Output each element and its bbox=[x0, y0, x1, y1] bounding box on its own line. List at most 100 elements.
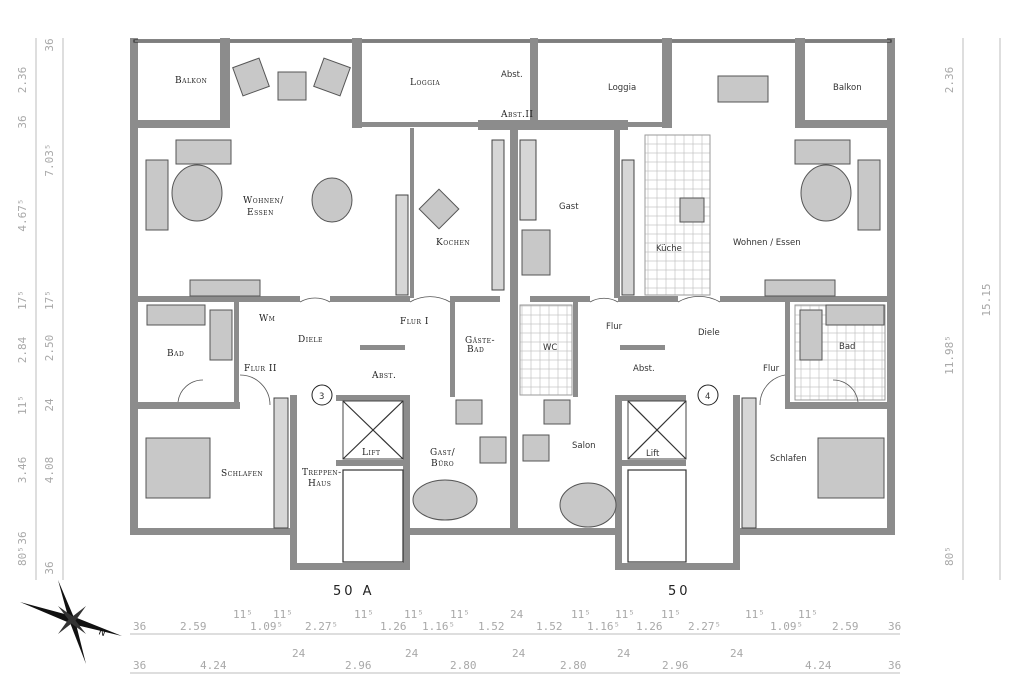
dimension-label: 24 bbox=[292, 647, 306, 660]
label-flur-ii: Flur II bbox=[244, 364, 277, 374]
label-wohnen-essen-1: Wohnen/ bbox=[243, 196, 284, 206]
label-gast: Gast bbox=[559, 202, 579, 212]
label-gast-buero-1: Gast/ bbox=[430, 448, 456, 458]
dimension-label: 1.26 bbox=[380, 620, 407, 633]
dimension-label: 36 bbox=[43, 561, 56, 574]
dimension-label: 24 bbox=[730, 647, 744, 660]
compass-rose-icon: N bbox=[20, 580, 122, 664]
dimension-label: 36 bbox=[43, 38, 56, 51]
label-bad: Bad bbox=[167, 349, 184, 359]
dimension-label: 36 bbox=[16, 115, 29, 128]
walls bbox=[130, 38, 895, 570]
dimension-label: 4.24 bbox=[805, 659, 832, 672]
house-number-50: 50 bbox=[668, 584, 691, 599]
dimension-label: 2.59 bbox=[832, 620, 859, 633]
dimension-label: 3.46 bbox=[16, 457, 29, 484]
label-wohnen-essen-2: Essen bbox=[247, 208, 274, 218]
label-flur-i: Flur I bbox=[400, 317, 429, 327]
dimension-label: 80⁵ bbox=[16, 546, 29, 566]
label-schlafen: Schlafen bbox=[770, 454, 807, 464]
lift-shafts bbox=[273, 139, 757, 529]
stair-number: 4 bbox=[705, 392, 710, 402]
dimension-label: 36 bbox=[888, 620, 901, 633]
dimension-label: 11⁵ bbox=[273, 608, 293, 621]
stair-number-circle bbox=[311, 384, 333, 406]
label-abst-top: Abst. bbox=[501, 70, 523, 80]
label-abst: Abst. bbox=[371, 371, 396, 381]
dimension-label: 2.27⁵ bbox=[305, 620, 338, 633]
label-diele: Diele bbox=[298, 335, 323, 345]
dimension-label: 24 bbox=[510, 608, 524, 621]
label-kochen: Kochen bbox=[436, 238, 470, 248]
dimension-label: 24 bbox=[43, 398, 56, 412]
label-treppenhaus-2: Haus bbox=[308, 479, 331, 489]
dimension-label: 11⁵ bbox=[354, 608, 374, 621]
label-abst-ii: Abst.II bbox=[500, 110, 534, 120]
dimension-label: 2.27⁵ bbox=[688, 620, 721, 633]
label-loggia: Loggia bbox=[410, 78, 440, 88]
dimension-label: 17⁵ bbox=[16, 290, 29, 310]
label-balkon: Balkon bbox=[833, 83, 862, 93]
label-treppenhaus-1: Treppen- bbox=[302, 468, 342, 478]
label-diele: Diele bbox=[698, 328, 720, 338]
dimension-label: 2.59 bbox=[180, 620, 207, 633]
dimension-label: 1.16⁵ bbox=[422, 620, 455, 633]
dimension-label: 11⁵ bbox=[404, 608, 424, 621]
dimension-label: 11⁵ bbox=[661, 608, 681, 621]
dimension-label: 36 bbox=[888, 659, 901, 672]
dimension-label: 11⁵ bbox=[745, 608, 765, 621]
dimension-lines bbox=[35, 38, 1001, 674]
label-wc: WC bbox=[543, 343, 557, 353]
dimension-label: 1.52 bbox=[478, 620, 505, 633]
dimension-label: 11⁵ bbox=[233, 608, 253, 621]
label-lift: Lift bbox=[646, 449, 660, 459]
dimension-label: 1.52 bbox=[536, 620, 563, 633]
dimension-label: 11.98⁵ bbox=[943, 335, 956, 375]
dimension-label: 24 bbox=[617, 647, 631, 660]
label-bad: Bad bbox=[839, 342, 855, 352]
label-gast-buero-2: Büro bbox=[431, 459, 454, 469]
label-salon: Salon bbox=[572, 441, 596, 451]
dimension-label: 24 bbox=[405, 647, 419, 660]
dimension-label: 80⁵ bbox=[943, 546, 956, 566]
stairs bbox=[342, 469, 687, 563]
dimension-label: 2.50 bbox=[43, 335, 56, 362]
dimension-label: 11⁵ bbox=[798, 608, 818, 621]
dimension-label: 11⁵ bbox=[16, 395, 29, 415]
dimension-label: 11⁵ bbox=[571, 608, 591, 621]
dimension-label: 15.15 bbox=[980, 283, 993, 316]
label-schlafen: Schlafen bbox=[221, 469, 263, 479]
label-lift: Lift bbox=[362, 448, 381, 458]
dimension-label: 11⁵ bbox=[450, 608, 470, 621]
label-abst: Abst. bbox=[633, 364, 655, 374]
dimension-label: 1.26 bbox=[636, 620, 663, 633]
dimension-label: 2.80 bbox=[560, 659, 587, 672]
dimension-label: 2.96 bbox=[662, 659, 689, 672]
room-labels-50: Loggia Balkon Gast Küche Wohnen / Essen … bbox=[543, 83, 862, 599]
label-gaeste-bad-1: Gäste- bbox=[465, 336, 495, 346]
dimension-label: 4.67⁵ bbox=[16, 198, 29, 231]
dimension-label: 36 bbox=[133, 620, 146, 633]
svg-text:N: N bbox=[97, 627, 107, 639]
furniture bbox=[145, 57, 885, 528]
dimension-label: 2.36 bbox=[943, 67, 956, 94]
dimension-label: 1.09⁵ bbox=[250, 620, 283, 633]
dimension-label: 36 bbox=[133, 659, 146, 672]
label-wohnen-essen: Wohnen / Essen bbox=[733, 238, 801, 248]
label-gaeste-bad-2: Bad bbox=[467, 345, 484, 355]
dimension-label: 36 bbox=[16, 531, 29, 544]
dimension-label: 4.08 bbox=[43, 457, 56, 484]
label-flur-left: Flur bbox=[606, 322, 623, 332]
dimension-label: 17⁵ bbox=[43, 290, 56, 310]
doors bbox=[177, 296, 859, 406]
dimension-label: 2.84 bbox=[16, 336, 29, 363]
stair-number: 3 bbox=[319, 392, 324, 402]
dimension-label: 4.24 bbox=[200, 659, 227, 672]
dimension-label: 24 bbox=[512, 647, 526, 660]
dimension-label: 1.09⁵ bbox=[770, 620, 803, 633]
dimension-label: 2.80 bbox=[450, 659, 477, 672]
label-flur-right: Flur bbox=[763, 364, 780, 374]
stair-number-circle bbox=[697, 384, 719, 406]
